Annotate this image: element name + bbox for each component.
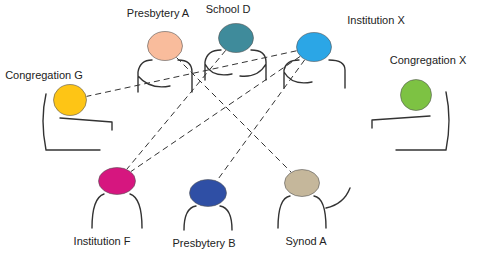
head-outline xyxy=(218,23,254,53)
organisation-label: School D xyxy=(206,3,251,16)
person-body xyxy=(284,60,345,88)
person-body xyxy=(184,206,232,230)
person-head: Congregation X xyxy=(400,79,432,111)
dashed-connector xyxy=(131,56,300,171)
organisation-label: Synod A xyxy=(286,235,327,248)
head-circle xyxy=(401,80,432,111)
head-outline xyxy=(284,169,320,197)
dashed-connector xyxy=(87,51,297,97)
dashed-connector xyxy=(217,60,305,181)
head-circle xyxy=(297,33,332,62)
organisation-label: Institution F xyxy=(74,235,131,248)
organisation-label: Presbytery B xyxy=(173,237,236,250)
head-outline xyxy=(296,32,332,62)
organisation-label: Presbytery A xyxy=(127,7,189,20)
head-circle xyxy=(99,168,136,195)
head-circle xyxy=(285,170,320,197)
head-circle xyxy=(190,180,227,207)
person-head: School D xyxy=(218,23,254,53)
head-outline xyxy=(98,167,136,195)
organisation-label: Congregation X xyxy=(390,54,466,67)
organisation-label: Congregation G xyxy=(5,69,83,82)
person-body xyxy=(278,188,350,228)
head-outline xyxy=(189,179,227,207)
person-head: Presbytery B xyxy=(189,179,227,207)
person-head: Synod A xyxy=(284,169,320,197)
person-body xyxy=(205,50,266,80)
head-outline xyxy=(147,31,183,61)
head-circle xyxy=(54,85,87,116)
person-head: Institution X xyxy=(296,32,332,62)
person-head: Presbytery A xyxy=(147,31,183,61)
head-circle xyxy=(219,24,254,53)
head-outline xyxy=(400,79,432,111)
person-body xyxy=(92,194,142,228)
person-head: Congregation G xyxy=(53,84,87,116)
head-outline xyxy=(53,84,87,116)
dashed-connector xyxy=(127,50,226,169)
head-circle xyxy=(148,32,183,61)
person-head: Institution F xyxy=(98,167,136,195)
organisation-label: Institution X xyxy=(347,14,404,27)
